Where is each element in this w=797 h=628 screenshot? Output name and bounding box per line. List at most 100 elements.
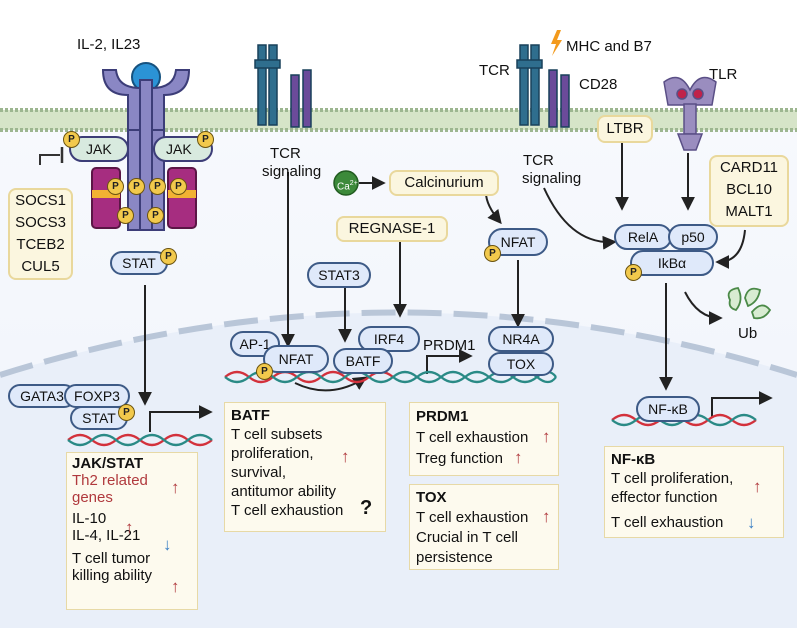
prdm1-label: PRDM1 bbox=[423, 337, 476, 354]
panel-line: T cell exhaustion bbox=[416, 429, 529, 446]
phospho-marker: P bbox=[170, 178, 187, 195]
up-arrow-icon: ↑ bbox=[341, 447, 350, 466]
up-arrow-icon: ↑ bbox=[125, 518, 134, 537]
calcium-ion bbox=[333, 170, 359, 196]
panel-line: killing ability bbox=[72, 567, 153, 584]
phospho-marker: P bbox=[197, 131, 214, 148]
phospho-marker: P bbox=[118, 404, 135, 421]
socs-box: SOCS1 SOCS3 TCEB2 CUL5 bbox=[8, 188, 73, 280]
tcr-signaling-label-2: TCR bbox=[523, 152, 554, 169]
batf-panel: BATF T cell subsets proliferation, survi… bbox=[224, 402, 386, 532]
up-arrow-icon: ↑ bbox=[542, 507, 551, 526]
phospho-marker: P bbox=[149, 178, 166, 195]
phospho-marker: P bbox=[256, 363, 273, 380]
panel-line: genes bbox=[72, 489, 113, 506]
panel-title: TOX bbox=[416, 489, 447, 506]
bcl10-label: BCL10 bbox=[726, 181, 772, 198]
card11-label: CARD11 bbox=[719, 159, 779, 176]
tcr-signaling-label-1: TCR bbox=[270, 145, 301, 162]
ubiquitin-icon bbox=[727, 287, 772, 320]
panel-line: IL-10 bbox=[72, 510, 107, 527]
panel-title: JAK/STAT bbox=[72, 455, 144, 472]
malt1-label: MALT1 bbox=[725, 203, 773, 220]
regnase-box: REGNASE-1 bbox=[336, 216, 448, 242]
panel-line: persistence bbox=[416, 549, 493, 566]
question-mark: ? bbox=[360, 497, 373, 519]
lightning-icon bbox=[551, 30, 562, 56]
panel-title: PRDM1 bbox=[416, 408, 469, 425]
panel-line: Treg function bbox=[416, 450, 503, 467]
phospho-marker: P bbox=[147, 207, 164, 224]
phospho-marker: P bbox=[63, 131, 80, 148]
panel-title: NF-κB bbox=[611, 451, 656, 468]
phospho-marker: P bbox=[128, 178, 145, 195]
panel-line: IL-4, IL-21 bbox=[72, 527, 141, 544]
tox-panel: TOX T cell exhaustion Crucial in T cell … bbox=[409, 484, 559, 570]
panel-line: Crucial in T cell bbox=[416, 529, 518, 546]
p50-protein: p50 bbox=[668, 224, 718, 250]
panel-line: T cell tumor bbox=[72, 550, 151, 567]
tlr-label: TLR bbox=[709, 66, 738, 83]
rela-protein: RelA bbox=[614, 224, 672, 250]
nuclear-envelope bbox=[0, 309, 797, 378]
phospho-marker: P bbox=[107, 178, 124, 195]
panel-line: T cell subsets bbox=[231, 426, 323, 443]
tcr-left bbox=[254, 44, 312, 128]
irf4-protein: IRF4 bbox=[358, 326, 420, 352]
socs-item: SOCS1 bbox=[15, 192, 66, 209]
nfat-nuclear: NFAT bbox=[263, 345, 329, 373]
jak-left: JAK bbox=[86, 141, 112, 157]
nucleus bbox=[0, 312, 797, 628]
up-arrow-icon: ↑ bbox=[514, 448, 523, 467]
panel-title: BATF bbox=[231, 407, 270, 424]
down-arrow-icon: ↓ bbox=[163, 535, 172, 554]
tcr-signaling-label-2b: signaling bbox=[522, 170, 582, 187]
up-arrow-icon: ↑ bbox=[171, 577, 180, 596]
tcr-signaling-label-1b: signaling bbox=[262, 163, 322, 180]
ikba-protein: IkBα bbox=[630, 250, 714, 276]
calcinurium-box: Calcinurium bbox=[389, 170, 499, 196]
cell-membrane bbox=[0, 108, 797, 132]
socs-item: CUL5 bbox=[21, 258, 60, 275]
panel-line: survival, bbox=[231, 464, 287, 481]
panel-line: effector function bbox=[611, 489, 718, 506]
jak-right: JAK bbox=[166, 141, 192, 157]
nr4a-protein: NR4A bbox=[488, 326, 554, 352]
socs-item: TCEB2 bbox=[16, 236, 65, 253]
phospho-marker: P bbox=[117, 207, 134, 224]
cd28-label: CD28 bbox=[579, 76, 618, 93]
calcium-label: Ca2+ bbox=[337, 180, 358, 193]
ub-label: Ub bbox=[738, 325, 758, 342]
panel-line: Th2 related bbox=[72, 472, 148, 489]
panel-line: T cell exhaustion bbox=[231, 502, 344, 519]
cbm-complex-box: CARD11 BCL10 MALT1 bbox=[709, 155, 789, 227]
foxp3-protein: FOXP3 bbox=[64, 384, 130, 408]
phospho-marker: P bbox=[484, 245, 501, 262]
up-arrow-icon: ↑ bbox=[542, 427, 551, 446]
tlr-receptor bbox=[663, 76, 717, 151]
phospho-marker: P bbox=[625, 264, 642, 281]
ligand-label: IL-2, IL23 bbox=[77, 36, 141, 53]
panel-line: antitumor ability bbox=[231, 483, 337, 500]
panel-line: proliferation, bbox=[231, 445, 314, 462]
nfkb-protein: NF-κB bbox=[636, 396, 700, 422]
ltbr-box: LTBR bbox=[597, 115, 653, 143]
stat3-protein: STAT3 bbox=[307, 262, 371, 288]
panel-line: T cell exhaustion bbox=[611, 514, 724, 531]
jakstat-panel: JAK/STAT Th2 related genes IL-10 IL-4, I… bbox=[66, 452, 198, 610]
tox-protein: TOX bbox=[488, 352, 554, 376]
mhc-b7-label: MHC and B7 bbox=[566, 38, 652, 55]
panel-line: T cell exhaustion bbox=[416, 509, 529, 526]
tcr-label: TCR bbox=[479, 62, 510, 79]
phospho-marker: P bbox=[160, 248, 177, 265]
down-arrow-icon: ↓ bbox=[747, 513, 756, 532]
up-arrow-icon: ↑ bbox=[171, 478, 180, 497]
prdm1-panel: PRDM1 T cell exhaustion Treg function ↑ … bbox=[409, 402, 559, 476]
up-arrow-icon: ↑ bbox=[753, 477, 762, 496]
batf-protein: BATF bbox=[333, 348, 393, 374]
panel-line: T cell proliferation, bbox=[611, 470, 734, 487]
nfkb-panel: NF-κB T cell proliferation, effector fun… bbox=[604, 446, 784, 538]
socs-item: SOCS3 bbox=[15, 214, 66, 231]
tcr-right bbox=[516, 44, 570, 128]
